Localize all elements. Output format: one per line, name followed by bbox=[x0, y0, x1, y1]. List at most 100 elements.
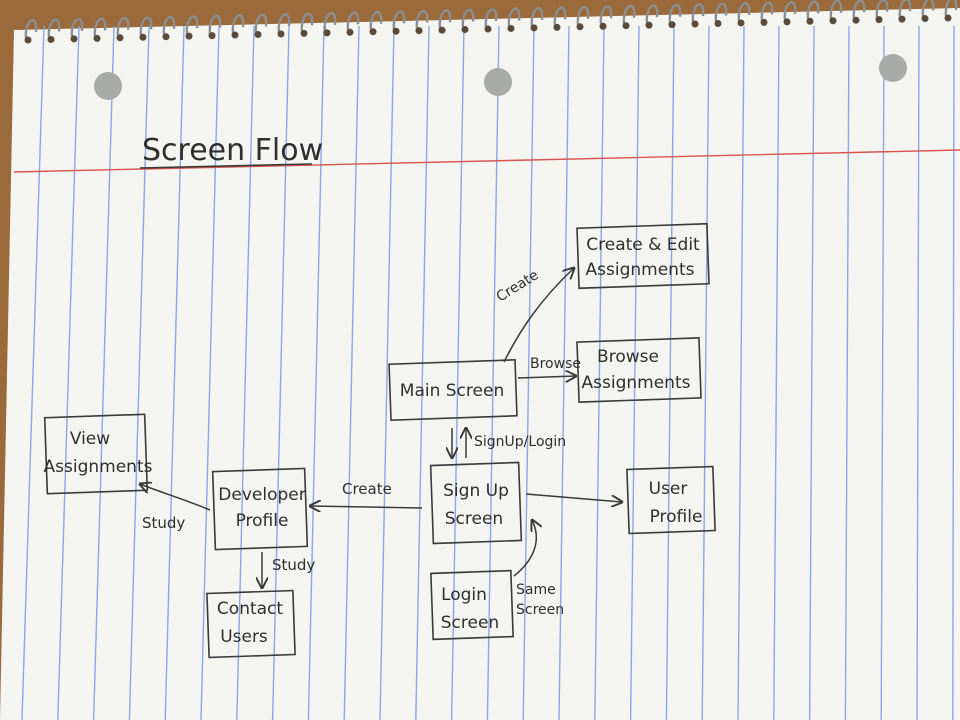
blue-rule-line bbox=[880, 25, 885, 720]
blue-rule-line bbox=[236, 25, 255, 720]
spiral-hole bbox=[530, 24, 538, 32]
svg-text:Screen: Screen bbox=[441, 613, 499, 633]
svg-text:Create & Edit: Create & Edit bbox=[586, 235, 700, 255]
spiral-coil bbox=[139, 16, 153, 36]
arrow-main-to-create-edit bbox=[503, 268, 574, 363]
blue-rule-line bbox=[379, 25, 395, 720]
arrow-login-to-signup bbox=[513, 520, 536, 577]
svg-text:View: View bbox=[70, 429, 110, 449]
node-user-profile: User Profile bbox=[626, 465, 716, 535]
spiral-coil bbox=[714, 2, 728, 22]
label-signup-login: SignUp/Login bbox=[474, 434, 566, 450]
spiral-coil bbox=[300, 12, 314, 32]
spiral-hole bbox=[346, 28, 354, 36]
blue-rule-line bbox=[200, 25, 220, 720]
spiral-hole bbox=[760, 18, 768, 26]
spiral-coil bbox=[93, 17, 107, 37]
blue-rule-line bbox=[450, 25, 465, 720]
spiral-coil bbox=[392, 10, 406, 30]
spiral-hole bbox=[898, 15, 906, 23]
spiral-hole bbox=[185, 32, 193, 40]
spiral-hole bbox=[783, 18, 791, 26]
node-login-screen: Login Screen bbox=[430, 569, 514, 641]
svg-text:Login: Login bbox=[441, 585, 487, 605]
spiral-hole bbox=[300, 29, 308, 37]
spiral-hole bbox=[691, 20, 699, 28]
blue-rule-line bbox=[128, 25, 150, 720]
spiral-coil bbox=[208, 14, 222, 34]
spiral-coil bbox=[507, 7, 521, 27]
spiral-hole bbox=[277, 30, 285, 38]
label-same: Same bbox=[516, 582, 556, 598]
spiral-hole bbox=[461, 26, 469, 34]
blue-rule-line bbox=[343, 25, 360, 720]
spiral-coil bbox=[645, 4, 659, 24]
spiral-coil bbox=[231, 14, 245, 34]
svg-text:Developer: Developer bbox=[218, 485, 305, 505]
svg-text:Screen: Screen bbox=[445, 509, 503, 529]
spiral-coil bbox=[484, 8, 498, 28]
spiral-coil bbox=[829, 0, 843, 19]
spiral-hole bbox=[93, 34, 101, 42]
svg-text:Assignments: Assignments bbox=[582, 373, 691, 393]
spiral-coil bbox=[162, 15, 176, 35]
blue-rule-line bbox=[57, 25, 80, 720]
blue-rules bbox=[21, 25, 955, 720]
spiral-coil bbox=[691, 3, 705, 23]
blue-rule-line bbox=[665, 25, 675, 720]
svg-text:Assignments: Assignments bbox=[586, 260, 695, 280]
spiral-coil bbox=[852, 0, 866, 19]
spiral-coil bbox=[116, 16, 130, 36]
spiral-hole bbox=[507, 24, 515, 32]
node-contact-users: Contact Users bbox=[206, 589, 296, 659]
svg-text:Assignments: Assignments bbox=[44, 457, 153, 477]
spiral-coil bbox=[898, 0, 912, 18]
spiral-coil bbox=[622, 4, 636, 24]
spiral-coil bbox=[737, 2, 751, 22]
spiral-hole bbox=[208, 32, 216, 40]
arrow-developer-to-view-assignments bbox=[140, 484, 211, 511]
spiral-hole bbox=[24, 36, 32, 44]
label-browse: Browse bbox=[530, 356, 581, 372]
spiral-hole bbox=[622, 22, 630, 30]
red-margin-line bbox=[13, 149, 960, 173]
spiral-coil bbox=[921, 0, 935, 17]
spiral-coil bbox=[944, 0, 958, 17]
spiral-coil bbox=[369, 10, 383, 30]
blue-rule-line bbox=[916, 25, 920, 720]
punched-hole bbox=[484, 68, 512, 96]
spiral-coil bbox=[461, 8, 475, 28]
node-create-edit-assignments: Create & Edit Assignments bbox=[576, 222, 710, 290]
punched-hole bbox=[94, 72, 122, 100]
spiral-hole bbox=[116, 34, 124, 42]
blue-rule-line bbox=[737, 25, 745, 720]
spiral-coil bbox=[24, 19, 38, 39]
spiral-hole bbox=[737, 19, 745, 27]
label-create-dev: Create bbox=[342, 480, 392, 498]
spiral-coil bbox=[277, 13, 291, 33]
spiral-hole bbox=[806, 17, 814, 25]
node-view-assignments: View Assignments bbox=[44, 413, 153, 495]
spiral-coil bbox=[576, 5, 590, 25]
blue-rule-line bbox=[522, 25, 535, 720]
svg-text:Main Screen: Main Screen bbox=[400, 381, 504, 401]
blue-rule-line bbox=[558, 25, 570, 720]
spiral-hole bbox=[599, 22, 607, 30]
arrow-main-to-browse bbox=[517, 376, 576, 378]
spiral-hole bbox=[231, 31, 239, 39]
blue-rule-line bbox=[773, 25, 780, 720]
node-developer-profile: Developer Profile bbox=[211, 467, 309, 551]
svg-text:User: User bbox=[649, 479, 688, 499]
spiral-hole bbox=[139, 33, 147, 41]
blue-rule-line bbox=[92, 25, 115, 720]
spiral-hole bbox=[70, 35, 78, 43]
label-screen: Screen bbox=[516, 602, 564, 618]
svg-text:Profile: Profile bbox=[236, 511, 289, 531]
spiral-hole bbox=[47, 35, 55, 43]
spiral-coil bbox=[783, 1, 797, 20]
blue-rule-line bbox=[844, 25, 850, 720]
spiral-hole bbox=[162, 33, 170, 41]
spiral-coil bbox=[185, 15, 199, 35]
